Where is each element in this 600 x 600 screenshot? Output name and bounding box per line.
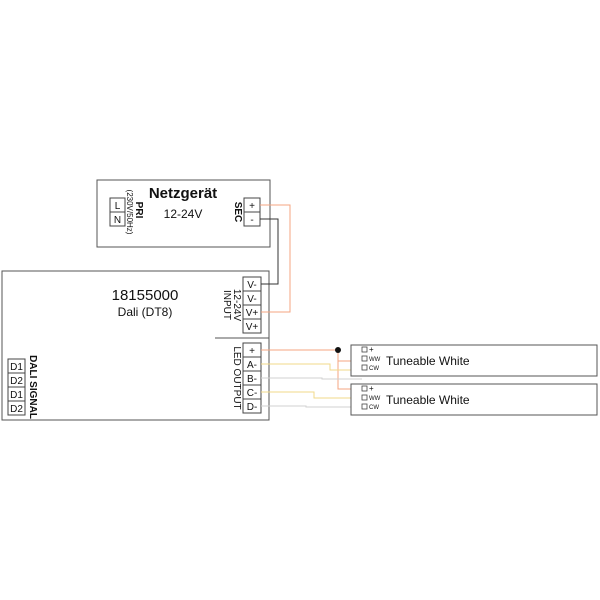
- controller: 18155000 Dali (DT8) V- V- V+ V+ INPUT 12…: [1, 270, 270, 421]
- dali-terminal-3-label: D1: [10, 390, 23, 401]
- dali-terminal-2-label: D2: [10, 376, 23, 387]
- led-strip-1-box: [350, 344, 598, 377]
- led-strip-2: + WW CW Tuneable White: [350, 383, 598, 416]
- pri-spec: (230V/50Hz): [125, 190, 134, 235]
- input-terminal-1-label: V-: [247, 280, 256, 291]
- sec-label: SEC: [232, 202, 243, 223]
- wire-junction-dot: [335, 347, 341, 353]
- input-voltage: 12-24V: [231, 289, 242, 322]
- output-terminal-block: + A- B- C- D-: [242, 342, 262, 414]
- dali-terminal-1-label: D1: [10, 362, 23, 373]
- led-strip-1-pin-ww: [361, 355, 368, 362]
- sec-terminal-minus-label: -: [250, 215, 253, 226]
- led-strip-2-pin-ww-label: WW: [369, 396, 381, 402]
- power-supply-title: Netzgerät: [149, 185, 217, 202]
- pri-terminal-block: L N: [109, 197, 126, 227]
- controller-box: [1, 270, 270, 421]
- pri-terminal-l-label: L: [115, 201, 121, 212]
- wire-sec-negative: [260, 218, 279, 285]
- wires: [260, 204, 362, 408]
- controller-model: 18155000: [112, 287, 179, 304]
- pri-terminal-n: [109, 211, 126, 227]
- input-label: INPUT: [221, 290, 232, 320]
- sec-terminal-plus-label: +: [249, 201, 255, 212]
- power-supply-voltage: 12-24V: [164, 207, 203, 221]
- input-terminal-block: V- V- V+ V+: [242, 276, 262, 334]
- pri-terminal-n-label: N: [114, 215, 121, 226]
- pri-label: PRI: [133, 202, 144, 219]
- led-strip-2-pin-cw-label: CW: [369, 405, 379, 411]
- led-strip-1-pin-cw-label: CW: [369, 366, 379, 372]
- led-strip-1: + WW CW Tuneable White: [350, 344, 598, 377]
- led-strip-2-pin-plus: [361, 385, 368, 392]
- dali-label: DALI SIGNAL: [27, 355, 38, 419]
- wire-sec-positive: [260, 204, 291, 313]
- sec-terminal-block: + -: [243, 197, 261, 227]
- input-terminal-4: [242, 318, 262, 334]
- led-strip-2-pin-plus-label: +: [369, 384, 374, 393]
- input-terminal-3-label: V+: [246, 308, 259, 319]
- wire-led-positive-1: [261, 349, 362, 362]
- output-terminal-a-label: A-: [247, 360, 257, 371]
- input-terminal-4-label: V+: [246, 322, 259, 333]
- wire-led-d: [261, 405, 362, 408]
- output-label: LED OUTPUT: [231, 346, 242, 409]
- wire-led-c: [261, 391, 362, 399]
- controller-protocol: Dali (DT8): [118, 305, 173, 319]
- power-supply-box: [96, 179, 271, 248]
- dali-terminal-block: D1 D2 D1 D2: [7, 358, 26, 416]
- output-terminal-b-label: B-: [247, 374, 257, 385]
- led-strip-1-pin-ww-label: WW: [369, 357, 381, 363]
- wire-led-b: [261, 377, 362, 380]
- led-strip-2-pin-cw: [361, 403, 368, 410]
- led-strip-2-label: Tuneable White: [386, 393, 470, 407]
- output-terminal-d-label: D-: [247, 402, 258, 413]
- output-terminal-plus-label: +: [249, 346, 255, 357]
- power-supply: Netzgerät 12-24V L N PRI (230V/50Hz) + -…: [96, 179, 271, 248]
- dali-terminal-4-label: D2: [10, 404, 23, 415]
- led-strip-1-pin-plus: [361, 346, 368, 353]
- led-strip-2-box: [350, 383, 598, 416]
- wire-led-a: [261, 363, 362, 371]
- led-strip-2-pin-ww: [361, 394, 368, 401]
- input-terminal-2-label: V-: [247, 294, 256, 305]
- dali-terminal-4: [7, 400, 26, 416]
- led-strip-1-label: Tuneable White: [386, 354, 470, 368]
- output-terminal-c-label: C-: [247, 388, 258, 399]
- led-strip-1-pin-cw: [361, 364, 368, 371]
- led-strip-1-pin-plus-label: +: [369, 345, 374, 354]
